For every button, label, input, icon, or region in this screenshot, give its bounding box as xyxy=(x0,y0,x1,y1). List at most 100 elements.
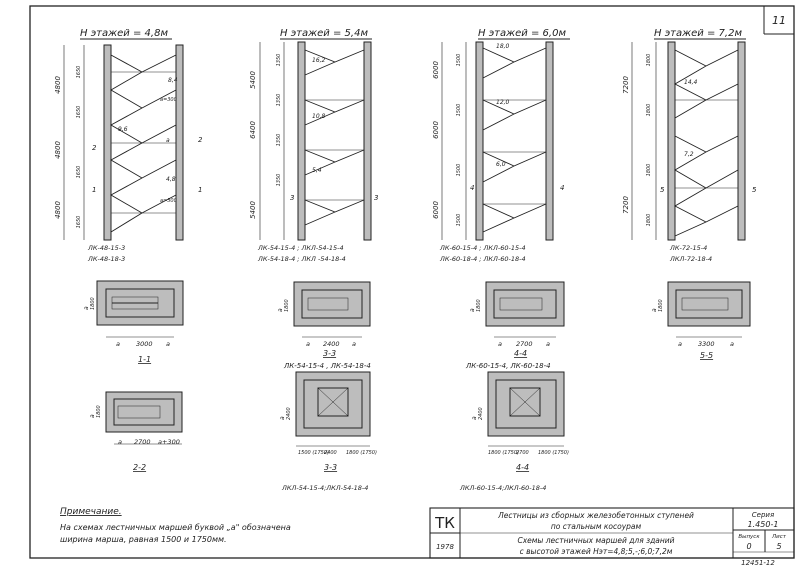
caption: ЛК-54-15-4 ; ЛКЛ-54-15-4 xyxy=(257,244,344,252)
plan-outer xyxy=(485,281,565,327)
plan-dim: 2400 xyxy=(324,450,337,456)
issue-value: 0 xyxy=(746,542,751,551)
dim-left: 7200 xyxy=(622,76,630,94)
plan-dim: а xyxy=(306,340,310,348)
plan-2-2: а 2700 а+300 а 1800 2-2 xyxy=(89,391,183,472)
column-5-4: H этажей = 5,4м 5400 6400 5400 1350 1350… xyxy=(249,28,378,492)
plan-dim: 1800 (1750) xyxy=(538,450,569,456)
note-line: ширина марша, равная 1500 и 1750мм. xyxy=(60,535,227,544)
section-mark: 4 xyxy=(560,184,564,192)
plan-subtitle: ЛКЛ-54-15-4;ЛКЛ-54-18-4 xyxy=(281,484,368,492)
plan-title: 3-3 xyxy=(324,463,337,472)
plan-stair-outline xyxy=(681,297,729,311)
stair-flights xyxy=(110,54,177,233)
plan-subtitle: ЛК-54-15-4 , ЛК-54-18-4 xyxy=(283,362,371,370)
dim-left: 5400 xyxy=(249,71,257,89)
elevation-mark: 7,2 xyxy=(684,151,694,158)
plan-4-4-lkl: 1800 (1750) 2700 1800 (1750) а 2400 4-4 … xyxy=(459,371,569,492)
height-label: H этажей = 5,4м xyxy=(280,28,368,39)
dim-left: 4800 xyxy=(54,76,62,94)
plan-side: 2400 xyxy=(286,407,292,420)
plan-side: а xyxy=(651,308,658,312)
dim-flight: 1350 xyxy=(276,174,282,187)
sheet-label: Лист xyxy=(771,534,787,540)
caption: ЛКЛ-72-18-4 xyxy=(669,255,712,263)
dim-flight: 1800 xyxy=(646,214,652,227)
height-label: H этажей = 6,0м xyxy=(478,28,566,39)
elevation-mark: 4,8 xyxy=(166,176,176,183)
plan-outer xyxy=(105,391,183,433)
wall-right xyxy=(175,44,184,241)
plan-dim: а xyxy=(546,340,550,348)
section-mark: 2 xyxy=(198,136,203,144)
plan-side: 1800 xyxy=(96,405,102,418)
plan-dim: 2400 xyxy=(323,340,340,348)
elevation-mark: 9,6 xyxy=(118,126,128,133)
plan-outer xyxy=(487,371,565,437)
plan-side: 1800 xyxy=(476,299,482,312)
dim-left: 6000 xyxy=(432,121,440,139)
dim-flight: 1800 xyxy=(646,54,652,67)
stair-flights xyxy=(674,49,739,237)
dim-flight: 1650 xyxy=(76,66,82,79)
dim-left: 4800 xyxy=(54,201,62,219)
plan-dim: а xyxy=(730,340,734,348)
plan-side: 1800 xyxy=(90,297,96,310)
note-a: а xyxy=(166,137,170,144)
section-mark: 5 xyxy=(752,186,757,194)
plan-dim: а xyxy=(118,438,122,446)
title-block: ТК 1978 Лестницы из сборных железобетонн… xyxy=(429,507,795,566)
plan-3-3-lk: а 2400 а а 1800 3-3 ЛК-54-15-4 , ЛК-54-1… xyxy=(277,281,371,370)
footer-code: 12451-12 xyxy=(741,559,775,566)
plan-title: 4-4 xyxy=(514,349,527,358)
plan-dim: а xyxy=(166,340,170,348)
plan-lift-cross xyxy=(509,387,541,417)
plan-5-5: а 3300 а а 1800 5-5 xyxy=(651,281,751,360)
elevation-mark: 8,4 xyxy=(168,77,178,84)
dim-flight: 1800 xyxy=(646,164,652,177)
plan-stair-outline xyxy=(499,297,543,311)
plan-inner xyxy=(113,398,175,426)
plan-subtitle: ЛКЛ-60-15-4;ЛКЛ-60-18-4 xyxy=(459,484,546,492)
plan-side: а xyxy=(469,308,476,312)
plan-title: 1-1 xyxy=(138,355,151,364)
issue-label: Выпуск xyxy=(738,534,760,540)
wall-right xyxy=(363,41,372,241)
plan-dim: а xyxy=(116,340,120,348)
plan-outer xyxy=(295,371,371,437)
dim-flight: 1650 xyxy=(76,216,82,229)
section-mark: 1 xyxy=(198,186,202,194)
dim-left: 5400 xyxy=(249,201,257,219)
plan-dim: 2700 xyxy=(516,340,533,348)
plan-dim: 2700 xyxy=(516,450,529,456)
plan-title: 3-3 xyxy=(323,349,336,358)
caption: ЛК-60-15-4 ; ЛКЛ-60-15-4 xyxy=(439,244,526,252)
caption: ЛК-48-15-3 xyxy=(87,244,125,252)
plan-side: а xyxy=(89,414,96,418)
plan-dim: а xyxy=(352,340,356,348)
plan-inner xyxy=(301,289,363,319)
note-block: Примечание. На схемах лестничных маршей … xyxy=(60,507,291,544)
section-mark: 3 xyxy=(290,194,294,202)
sheet-value: 5 xyxy=(776,542,781,551)
caption: ЛК-54-18-4 ; ЛКЛ -54-18-4 xyxy=(257,255,346,263)
plan-inner xyxy=(675,289,743,319)
plan-dim: а+300 xyxy=(158,438,180,446)
elevation-mark: 18,0 xyxy=(496,43,510,50)
height-label: H этажей = 4,8м xyxy=(80,28,168,39)
year: 1978 xyxy=(436,543,454,551)
wall-left xyxy=(297,41,306,241)
section-mark: 2 xyxy=(92,144,97,152)
plan-dim: 1800 (1750) xyxy=(488,450,519,456)
plan-dim: 3300 xyxy=(698,340,715,348)
dim-left: 6400 xyxy=(249,121,257,139)
series-label: Серия xyxy=(752,511,774,519)
stair-flights xyxy=(304,49,365,226)
wall-right xyxy=(737,41,746,241)
column-7-2: H этажей = 7,2м 7200 7200 1800 1800 1800… xyxy=(622,28,757,360)
sheet-frame xyxy=(29,5,795,559)
title-line: Лестницы из сборных железобетонных ступе… xyxy=(497,511,694,520)
plan-outer xyxy=(667,281,751,327)
caption: ЛК-48-18-3 xyxy=(87,255,125,263)
plan-dim: 3000 xyxy=(136,340,153,348)
